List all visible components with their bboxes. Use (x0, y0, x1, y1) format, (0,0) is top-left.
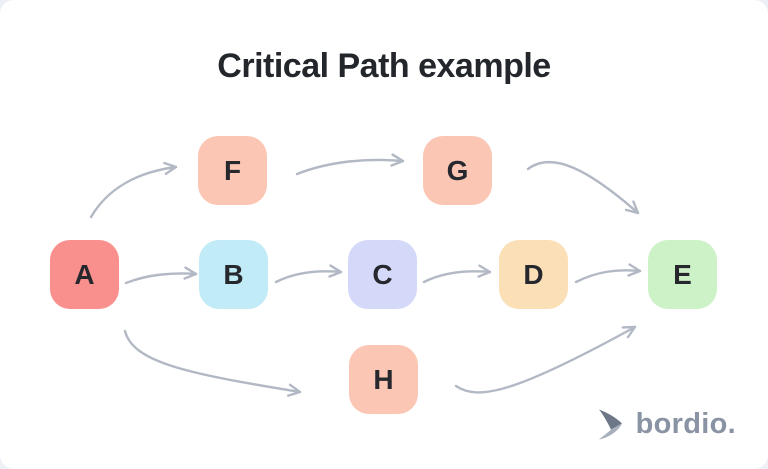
node-G: G (423, 136, 492, 205)
edge-D-E (574, 263, 642, 284)
node-C: C (348, 240, 417, 309)
edge-F-G (295, 153, 405, 176)
node-A: A (50, 240, 119, 309)
node-H: H (349, 345, 418, 414)
bordio-logo: bordio. (592, 406, 736, 443)
edge-A-F (89, 161, 178, 219)
node-B: B (199, 240, 268, 309)
edge-B-C (274, 264, 343, 284)
node-F: F (198, 136, 267, 205)
edge-A-B (124, 266, 198, 285)
bordio-wordmark: bordio. (635, 408, 736, 440)
edge-G-E (526, 160, 640, 215)
node-D: D (499, 240, 568, 309)
page-title: Critical Path example (217, 47, 551, 85)
edge-C-D (422, 264, 492, 284)
bordio-chevron-icon (598, 409, 622, 440)
edge-H-E (454, 325, 637, 394)
edge-A-H (123, 329, 302, 397)
node-E: E (648, 240, 717, 309)
